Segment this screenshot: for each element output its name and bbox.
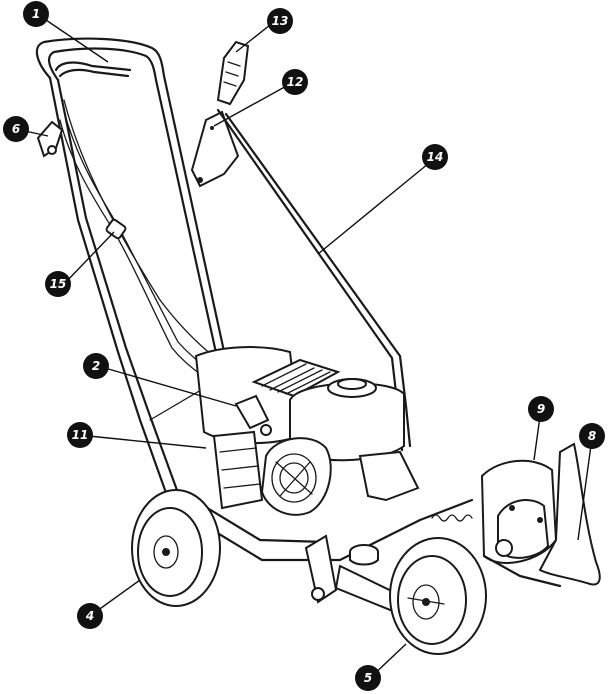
callout-badge-2: 2 [83,353,109,379]
svg-text:11: 11 [72,428,89,442]
callout-badge-14: 14 [422,144,448,170]
svg-text:1: 1 [32,7,40,21]
rear-wheel [131,489,221,607]
svg-text:2: 2 [92,359,100,373]
callout-badge-9: 9 [528,396,554,422]
front-wheel [389,537,487,655]
blade-assembly [480,442,601,588]
svg-text:13: 13 [272,14,289,28]
callout-badge-13: 13 [267,8,293,34]
callout-badge-11: 11 [67,422,93,448]
callout-badge-6: 6 [3,116,29,142]
svg-text:14: 14 [427,150,444,164]
svg-text:12: 12 [287,75,304,89]
callout-badge-15: 15 [45,271,71,297]
depth-adjust-assembly [190,40,412,452]
callout-badge-12: 12 [282,69,308,95]
svg-text:9: 9 [537,402,545,416]
svg-text:8: 8 [588,429,596,443]
throttle-lever [36,120,64,158]
callout-badge-4: 4 [77,603,103,629]
svg-text:6: 6 [12,122,20,136]
engine [194,346,405,516]
callout-badge-1: 1 [23,1,49,27]
callout-badge-8: 8 [579,423,605,449]
svg-text:4: 4 [85,609,94,623]
callouts: 1 13 12 6 14 15 2 11 9 8 4 5 [3,1,605,691]
callout-badge-5: 5 [355,665,381,691]
leader-lines [24,19,593,679]
svg-text:15: 15 [50,277,67,291]
svg-text:5: 5 [364,671,372,685]
